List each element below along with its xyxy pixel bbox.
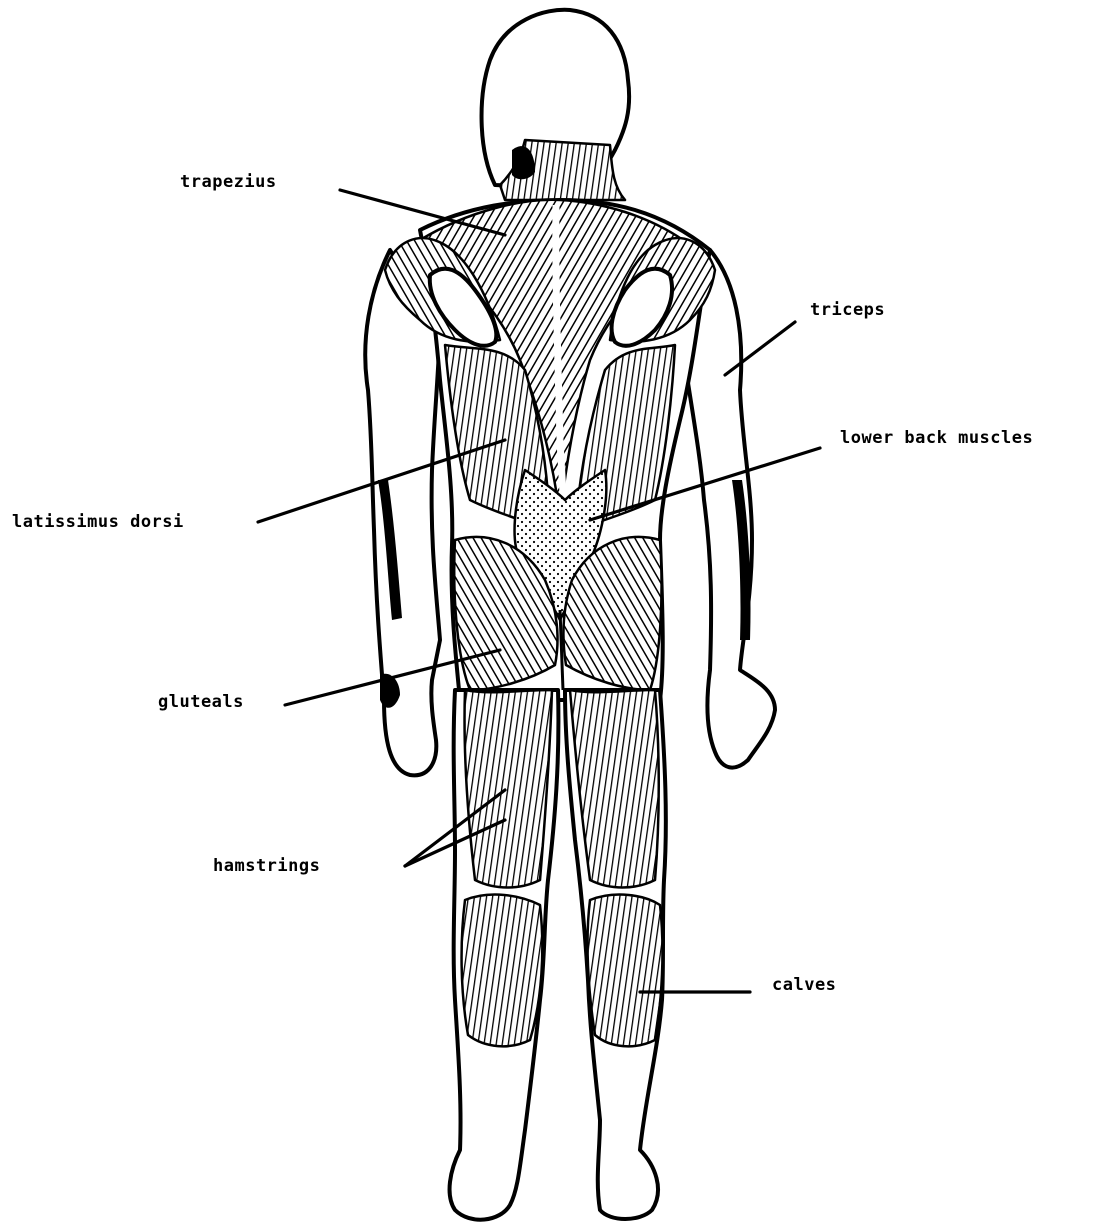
label-hamstrings: hamstrings [213,856,320,876]
label-gluteals: gluteals [158,692,244,712]
left-hamstring [465,690,552,888]
left-calf [462,895,543,1047]
label-latissimus-dorsi: latissimus dorsi [12,512,184,532]
right-calf [588,895,663,1047]
label-lower-back-muscles: lower back muscles [840,428,1033,448]
label-triceps: triceps [810,300,885,320]
label-trapezius: trapezius [180,172,277,192]
label-calves: calves [772,975,836,995]
